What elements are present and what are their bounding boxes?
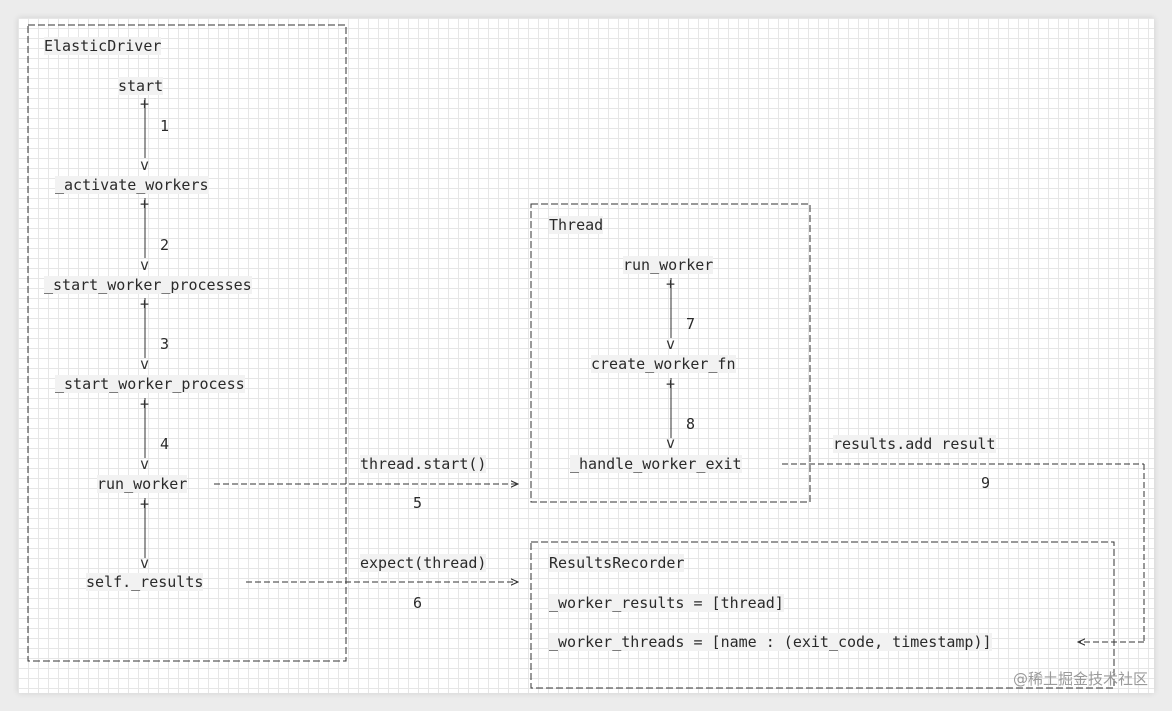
edge-label-3: 3 <box>160 335 170 353</box>
edge-label-5: 5 <box>413 494 423 512</box>
edge-label-thread-start: thread.start() <box>360 455 487 473</box>
node-start-worker-process: _start_worker_process <box>55 375 245 393</box>
arrowhead-v-7: v <box>666 335 675 353</box>
edge-label-4: 4 <box>160 435 170 453</box>
node-run-worker-thread: run_worker <box>623 256 714 274</box>
edge-label-8: 8 <box>686 415 696 433</box>
node-start: start <box>118 77 164 95</box>
elasticdriver-box <box>27 24 347 662</box>
plus-node-8: + <box>666 375 675 393</box>
arrowhead-v-5: v <box>140 554 149 572</box>
thread-box <box>530 203 811 503</box>
connector-layer: + v + v + v + v + v + v + v <box>27 24 1145 689</box>
resultsrecorder-box <box>530 541 1115 689</box>
arrowhead-v-8: v <box>666 434 675 452</box>
edge-label-2: 2 <box>160 236 170 254</box>
edge-label-1: 1 <box>160 117 170 135</box>
edge-label-results-add: results.add result <box>833 435 996 453</box>
node-create-worker-fn: create_worker_fn <box>591 355 736 373</box>
arrowhead-v-1: v <box>140 156 149 174</box>
edge-label-6: 6 <box>413 594 423 612</box>
node-activate-workers: _activate_workers <box>55 176 209 194</box>
field-worker-threads: _worker_threads = [name : (exit_code, ti… <box>549 633 992 651</box>
plus-node-1: + <box>140 95 149 113</box>
field-worker-results: _worker_results = [thread] <box>549 594 784 612</box>
plus-node-3: + <box>140 295 149 313</box>
edge-label-expect-thread: expect(thread) <box>360 554 487 572</box>
watermark: @稀土掘金技术社区 <box>1012 670 1148 688</box>
node-run-worker-driver: run_worker <box>97 475 188 493</box>
plus-node-5: + <box>140 495 149 513</box>
node-start-worker-processes: _start_worker_processes <box>44 276 252 294</box>
arrowhead-v-3: v <box>140 355 149 373</box>
node-self-results: self._results <box>86 573 204 591</box>
elasticdriver-title: ElasticDriver <box>44 37 162 55</box>
edge-label-7: 7 <box>686 315 696 333</box>
resultsrecorder-title: ResultsRecorder <box>549 554 685 572</box>
thread-title: Thread <box>549 216 604 234</box>
edge-label-9: 9 <box>981 474 991 492</box>
diagram-canvas: + v + v + v + v + v + v + v ElasticDrive… <box>18 18 1154 693</box>
arrowhead-v-4: v <box>140 455 149 473</box>
plus-node-7: + <box>666 275 675 293</box>
plus-node-4: + <box>140 395 149 413</box>
plus-node-2: + <box>140 195 149 213</box>
arrowhead-v-2: v <box>140 256 149 274</box>
node-handle-worker-exit: _handle_worker_exit <box>570 455 742 473</box>
